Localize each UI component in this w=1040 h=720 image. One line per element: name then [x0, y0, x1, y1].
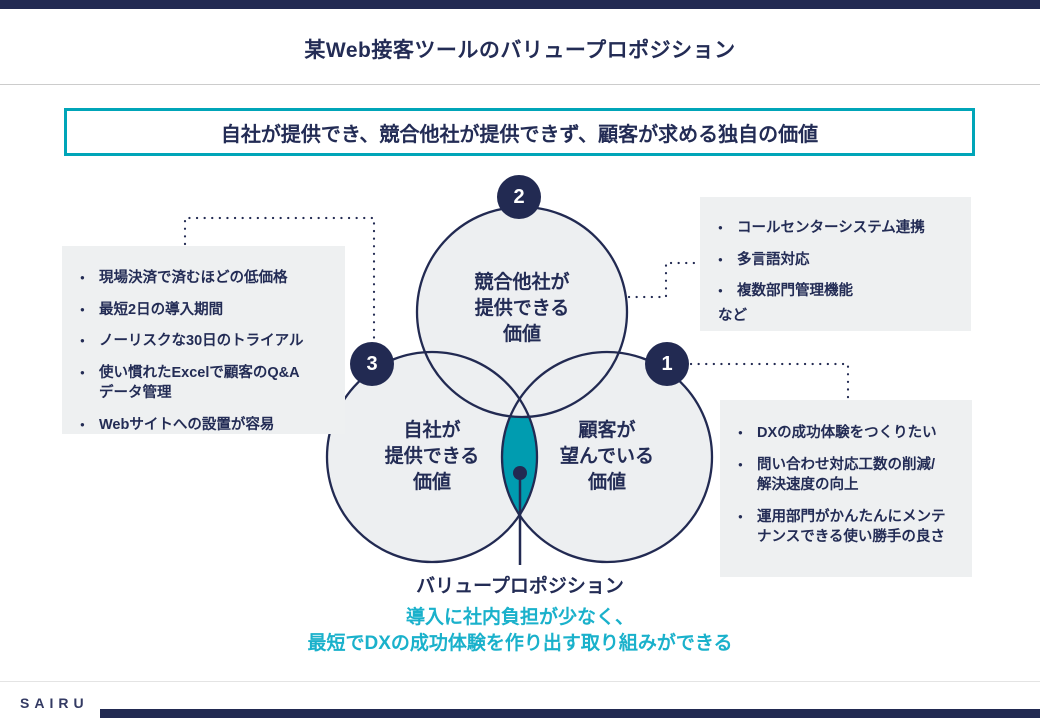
- badge-competitor: 2: [497, 175, 541, 219]
- footer-divider: [0, 681, 1040, 682]
- connector-dotted-customer-panel: [689, 362, 850, 400]
- list-item: 多言語対応: [718, 250, 953, 271]
- list-item: コールセンターシステム連携: [718, 218, 953, 239]
- panel-customer-needs: DXの成功体験をつくりたい 問い合わせ対応工数の削減/ 解決速度の向上 運用部門…: [720, 400, 972, 577]
- bottom-accent-bar: [100, 709, 1040, 718]
- top-accent-bar: [0, 0, 1040, 9]
- etc-label: など: [718, 307, 747, 324]
- connector-dotted-own-panel: [183, 216, 376, 342]
- list-item: 使い慣れたExcelで顧客のQ&A データ管理: [80, 363, 327, 404]
- venn-lens-value-proposition: [502, 399, 537, 515]
- badge-customer: 1: [645, 342, 689, 386]
- list-item: 複数部門管理機能: [718, 281, 953, 302]
- definition-banner-text: 自社が提供でき、競合他社が提供できず、顧客が求める独自の価値: [220, 123, 819, 146]
- list-item: Webサイトへの設置が容易: [80, 415, 327, 436]
- list-item: 問い合わせ対応工数の削減/ 解決速度の向上: [738, 455, 954, 496]
- list-item: DXの成功体験をつくりたい: [738, 423, 954, 444]
- panel-competitor-features: コールセンターシステム連携 多言語対応 複数部門管理機能 など: [700, 197, 971, 331]
- competitor-features-list: コールセンターシステム連携 多言語対応 複数部門管理機能: [718, 218, 953, 302]
- value-proposition-caption: バリュープロポジション 導入に社内負担が少なく、 最短でDXの成功体験を作り出す…: [200, 571, 840, 657]
- panel-own-features: 現場決済で済むほどの低価格 最短2日の導入期間 ノーリスクな30日のトライアル …: [62, 246, 345, 434]
- customer-needs-list: DXの成功体験をつくりたい 問い合わせ対応工数の削減/ 解決速度の向上 運用部門…: [738, 423, 954, 548]
- value-proposition-label: バリュープロポジション: [416, 576, 624, 597]
- list-item: 最短2日の導入期間: [80, 300, 327, 321]
- circle-label-own: 自社が 提供できる 価値: [384, 420, 480, 493]
- circle-label-customer: 顧客が 望んでいる 価値: [559, 420, 655, 493]
- venn-circle-own-stroke: [325, 350, 539, 564]
- definition-banner: 自社が提供でき、競合他社が提供できず、顧客が求める独自の価値: [64, 108, 975, 156]
- venn-circle-competitor-fill: [417, 207, 627, 417]
- list-item: ノーリスクな30日のトライアル: [80, 331, 327, 352]
- value-proposition-line2: 最短でDXの成功体験を作り出す取り組みができる: [307, 633, 733, 654]
- own-features-list: 現場決済で済むほどの低価格 最短2日の導入期間 ノーリスクな30日のトライアル …: [80, 268, 327, 435]
- pointer-dot: [513, 466, 527, 480]
- header-divider: [0, 84, 1040, 85]
- page-title: 某Web接客ツールのバリュープロポジション: [304, 39, 736, 62]
- value-proposition-line1: 導入に社内負担が少なく、: [405, 607, 634, 628]
- list-item: 現場決済で済むほどの低価格: [80, 268, 327, 289]
- venn-circle-customer-stroke: [500, 350, 714, 564]
- list-item: 運用部門がかんたんにメンテ ナンスできる使い勝手の良さ: [738, 507, 954, 548]
- connector-dotted-competitor-panel: [627, 261, 700, 299]
- sairu-logo: SAIRU: [20, 695, 89, 711]
- badge-own: 3: [350, 342, 394, 386]
- circle-label-competitor: 競合他社が 提供できる 価値: [474, 272, 570, 345]
